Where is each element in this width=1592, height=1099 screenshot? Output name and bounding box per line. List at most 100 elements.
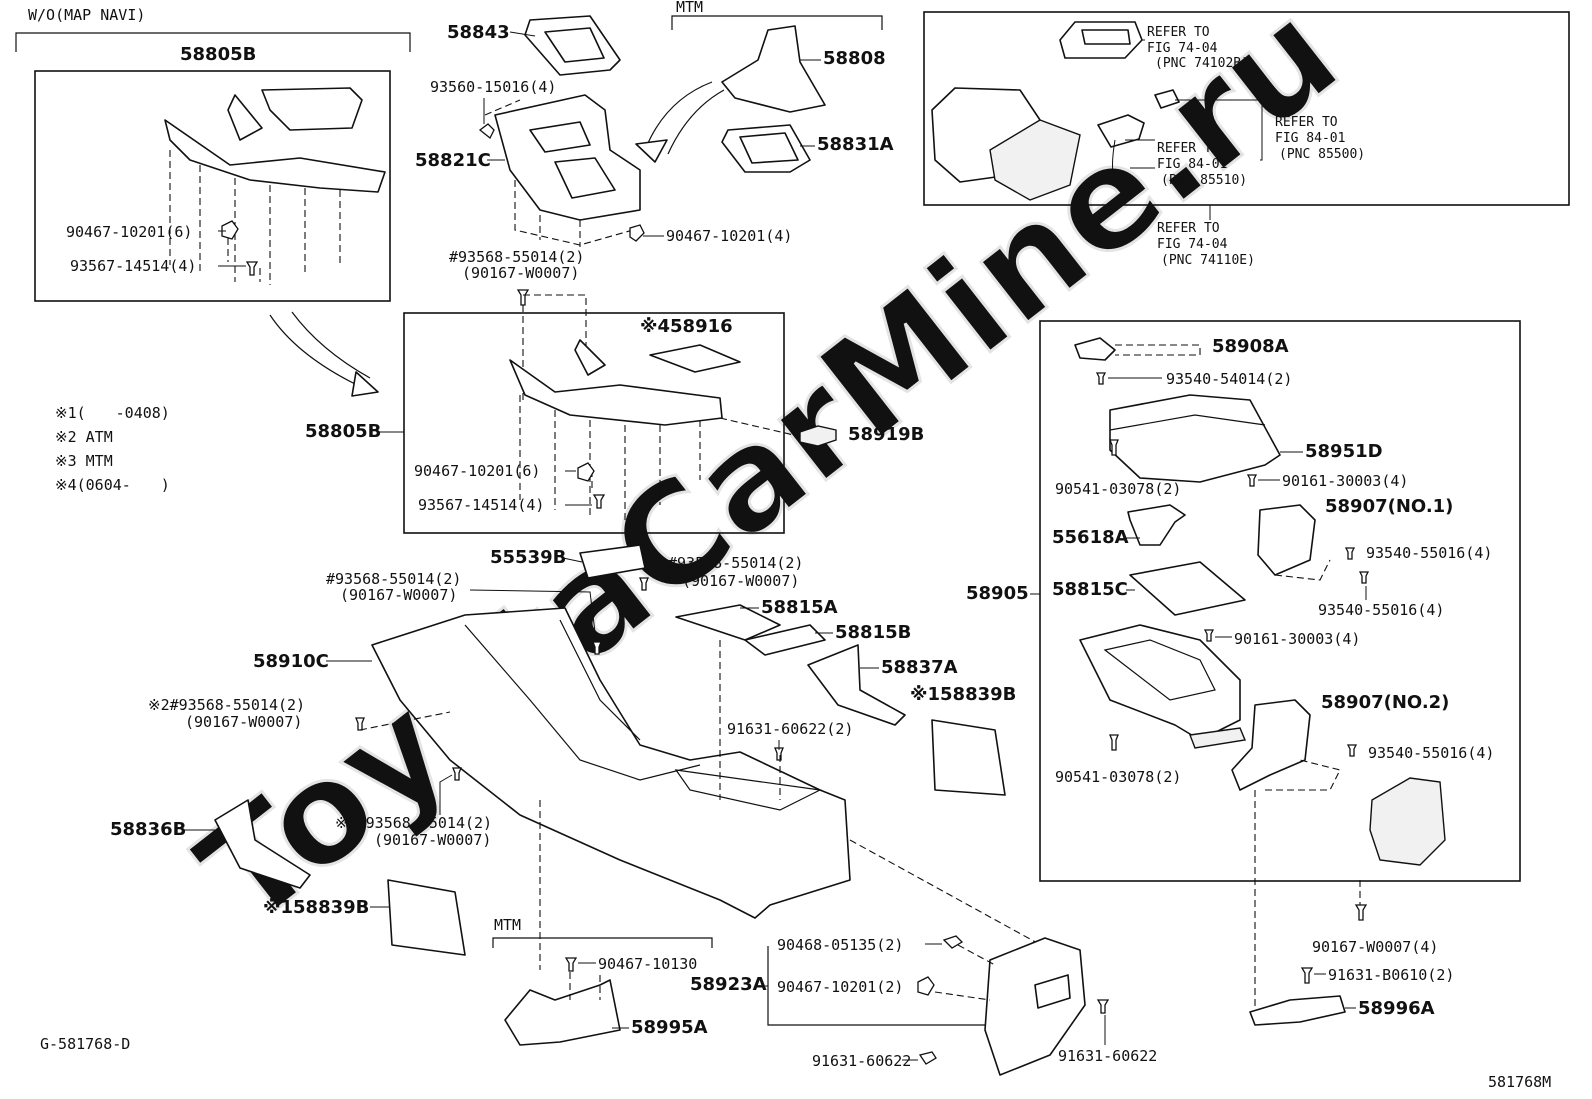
assembly-dash-bezel <box>484 99 641 247</box>
label-58831a: 58831A <box>817 134 894 155</box>
callout-box-58805b-mid <box>403 312 785 534</box>
label-58908a: 58908A <box>1212 336 1289 357</box>
bolt-icon-90541-a <box>1109 439 1119 456</box>
rear-panel-58923a-drawing <box>984 937 1086 1076</box>
leader-mid <box>565 470 592 506</box>
bracket-58996a-drawing <box>1249 995 1346 1026</box>
boot-58808-drawing <box>721 25 826 113</box>
arrow-head-left <box>351 371 379 397</box>
label-90167-b: (90167-W0007) <box>682 572 799 590</box>
leader-58843 <box>509 31 536 37</box>
label-58907-no1: 58907(NO.1) <box>1325 496 1453 517</box>
console-body-58910c-drawing <box>371 607 851 919</box>
label-90467-10201-6-b: 90467-10201(6) <box>414 462 540 480</box>
bracket-58995a-drawing <box>504 979 621 1046</box>
label-58805b-mid: 58805B <box>305 421 381 442</box>
clip-icon-mid <box>577 462 595 482</box>
mtm-bracket-bottom <box>492 937 713 948</box>
ref-85510-line3: (PNC 85510) <box>1161 173 1247 188</box>
label-90161-30003-b: 90161-30003(4) <box>1234 630 1360 648</box>
box-body-inner <box>1103 639 1216 701</box>
hinge-58908a-drawing <box>1074 337 1116 361</box>
label-55539b: 55539B <box>490 547 566 568</box>
ref-74110e-line2: FIG 74-04 <box>1157 237 1228 252</box>
assembly-dash-body <box>359 640 1051 970</box>
label-93540-54014: 93540-54014(2) <box>1166 370 1292 388</box>
label-93560-15016-4: 93560-15016(4) <box>430 78 556 96</box>
note-3: ※3 MTM <box>55 452 113 470</box>
label-58919b: 58919B <box>848 424 924 445</box>
label-58951d: 58951D <box>1305 441 1383 462</box>
ref-85510-line1: REFER TO <box>1157 141 1220 156</box>
label-58916: ※458916 <box>640 316 733 337</box>
label-93540-55016-c: 93540-55016(4) <box>1368 744 1494 762</box>
group-console-body: 55539B #93568-55014(2) (90167-W0007) #93… <box>110 544 1051 970</box>
note-2: ※2 ATM <box>55 428 113 446</box>
label-90167-a: (90167-W0007) <box>462 264 579 282</box>
screw-icon-90161-b <box>1203 629 1215 642</box>
group-refer-box: REFER TO FIG 74-04 (PNC 74102B) REFER TO… <box>923 11 1570 268</box>
screw-icon-93540-c <box>1346 744 1358 757</box>
label-90467-10130: 90467-10130 <box>598 955 697 973</box>
label-93567-14514-4-a: 93567-14514(4) <box>70 257 196 275</box>
ref-74102b-line3: (PNC 74102B) <box>1155 56 1249 71</box>
screw-icon-a <box>245 261 259 276</box>
label-90468-05135: 90468-05135(2) <box>777 936 903 954</box>
callout-box-58805b-top <box>34 70 391 302</box>
arrow-to-58805b-mid-2 <box>291 311 371 379</box>
bezel-58821c-drawing <box>494 94 641 221</box>
pad-58839b-a-drawing <box>931 719 1006 796</box>
leader-lines <box>218 230 246 267</box>
mat-58815b-drawing <box>744 624 826 656</box>
hinge-58907-no2-drawing <box>1231 699 1311 791</box>
figure-code: G-581768-D <box>40 1035 130 1053</box>
group-label-mtm-top: MTM <box>676 0 703 16</box>
screw-icon-93540-54014 <box>1095 372 1107 385</box>
panel-58836b-drawing <box>214 799 311 889</box>
group-58996a: 90167-W0007(4) 91631-B0610(2) 58996A <box>1249 790 1454 1026</box>
screw-icons-58996a <box>1300 904 1368 984</box>
ref-74110e-line3: (PNC 74110E) <box>1161 253 1255 268</box>
screw-icon-90467-10130 <box>564 957 578 972</box>
label-90167-c: (90167-W0007) <box>340 586 457 604</box>
label-55618a: 55618A <box>1052 527 1129 548</box>
console-lid-drawing <box>989 119 1081 201</box>
group-58905: 58905 58908A 93540-54014(2) 58951D 90541… <box>966 320 1521 882</box>
cover-drawing <box>1369 777 1446 866</box>
label-93568-e: ※3#93568-55014(2) <box>335 814 492 832</box>
label-58905: 58905 <box>966 583 1029 604</box>
box-body-drawing <box>1079 624 1241 741</box>
screw-icon-mid <box>592 494 606 509</box>
ref-74110e-line1: REFER TO <box>1157 221 1220 236</box>
arrow-mtm-2 <box>667 89 725 155</box>
label-58821c: 58821C <box>415 150 491 171</box>
clip-icon-a <box>221 220 239 240</box>
ref-85500-line3: (PNC 85500) <box>1279 147 1365 162</box>
lid-58951d-drawing <box>1109 394 1281 483</box>
panel-58837a-drawing <box>807 644 906 726</box>
clip-icon-b <box>478 123 495 140</box>
dash-to-58919b <box>719 417 799 437</box>
label-58839b-a: ※158839B <box>910 684 1016 705</box>
hinge-58907-no1-drawing <box>1257 504 1316 576</box>
label-58996a: 58996A <box>1358 998 1435 1019</box>
bracket-58923a <box>767 946 985 1026</box>
label-58805b-top: 58805B <box>180 44 256 65</box>
ref-85500-line2: FIG 84-01 <box>1275 131 1345 146</box>
label-90467-10201-2: 90467-10201(2) <box>777 978 903 996</box>
label-58995a: 58995A <box>631 1017 708 1038</box>
leader-ref2-ref3 <box>1125 99 1263 169</box>
arrow-head-mtm <box>635 139 668 163</box>
label-58815a: 58815A <box>761 597 838 618</box>
label-58837a: 58837A <box>881 657 958 678</box>
note-1: ※1( -0408) <box>55 404 170 422</box>
ref-85510-line2: FIG 84-01 <box>1157 157 1227 172</box>
group-label-mtm-bottom: MTM <box>494 916 521 934</box>
ref-85500-line1: REFER TO <box>1275 115 1338 130</box>
label-93540-55016-b: 93540-55016(4) <box>1318 601 1444 619</box>
label-90167-d: (90167-W0007) <box>185 713 302 731</box>
label-58839b-b: ※158839B <box>263 897 369 918</box>
screw-icons-93540-55016 <box>1344 547 1370 584</box>
leader-93568-e <box>439 774 453 815</box>
